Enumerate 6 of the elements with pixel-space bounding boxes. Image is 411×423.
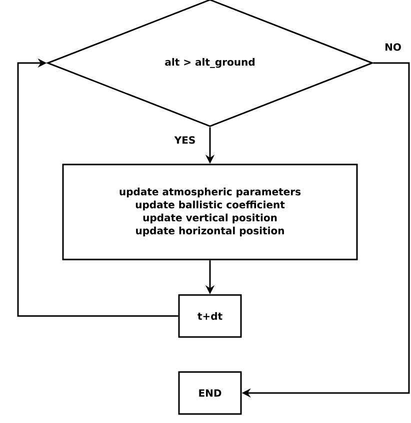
edge-label: NO [384,42,402,52]
process-box: t+dt [178,294,242,338]
arrow [17,58,178,317]
process-box: update atmospheric parameters update ballistic coefficient update vertical position update horizontal position [62,164,358,260]
edge-label: YES [173,135,197,145]
process-box: END [178,371,242,415]
